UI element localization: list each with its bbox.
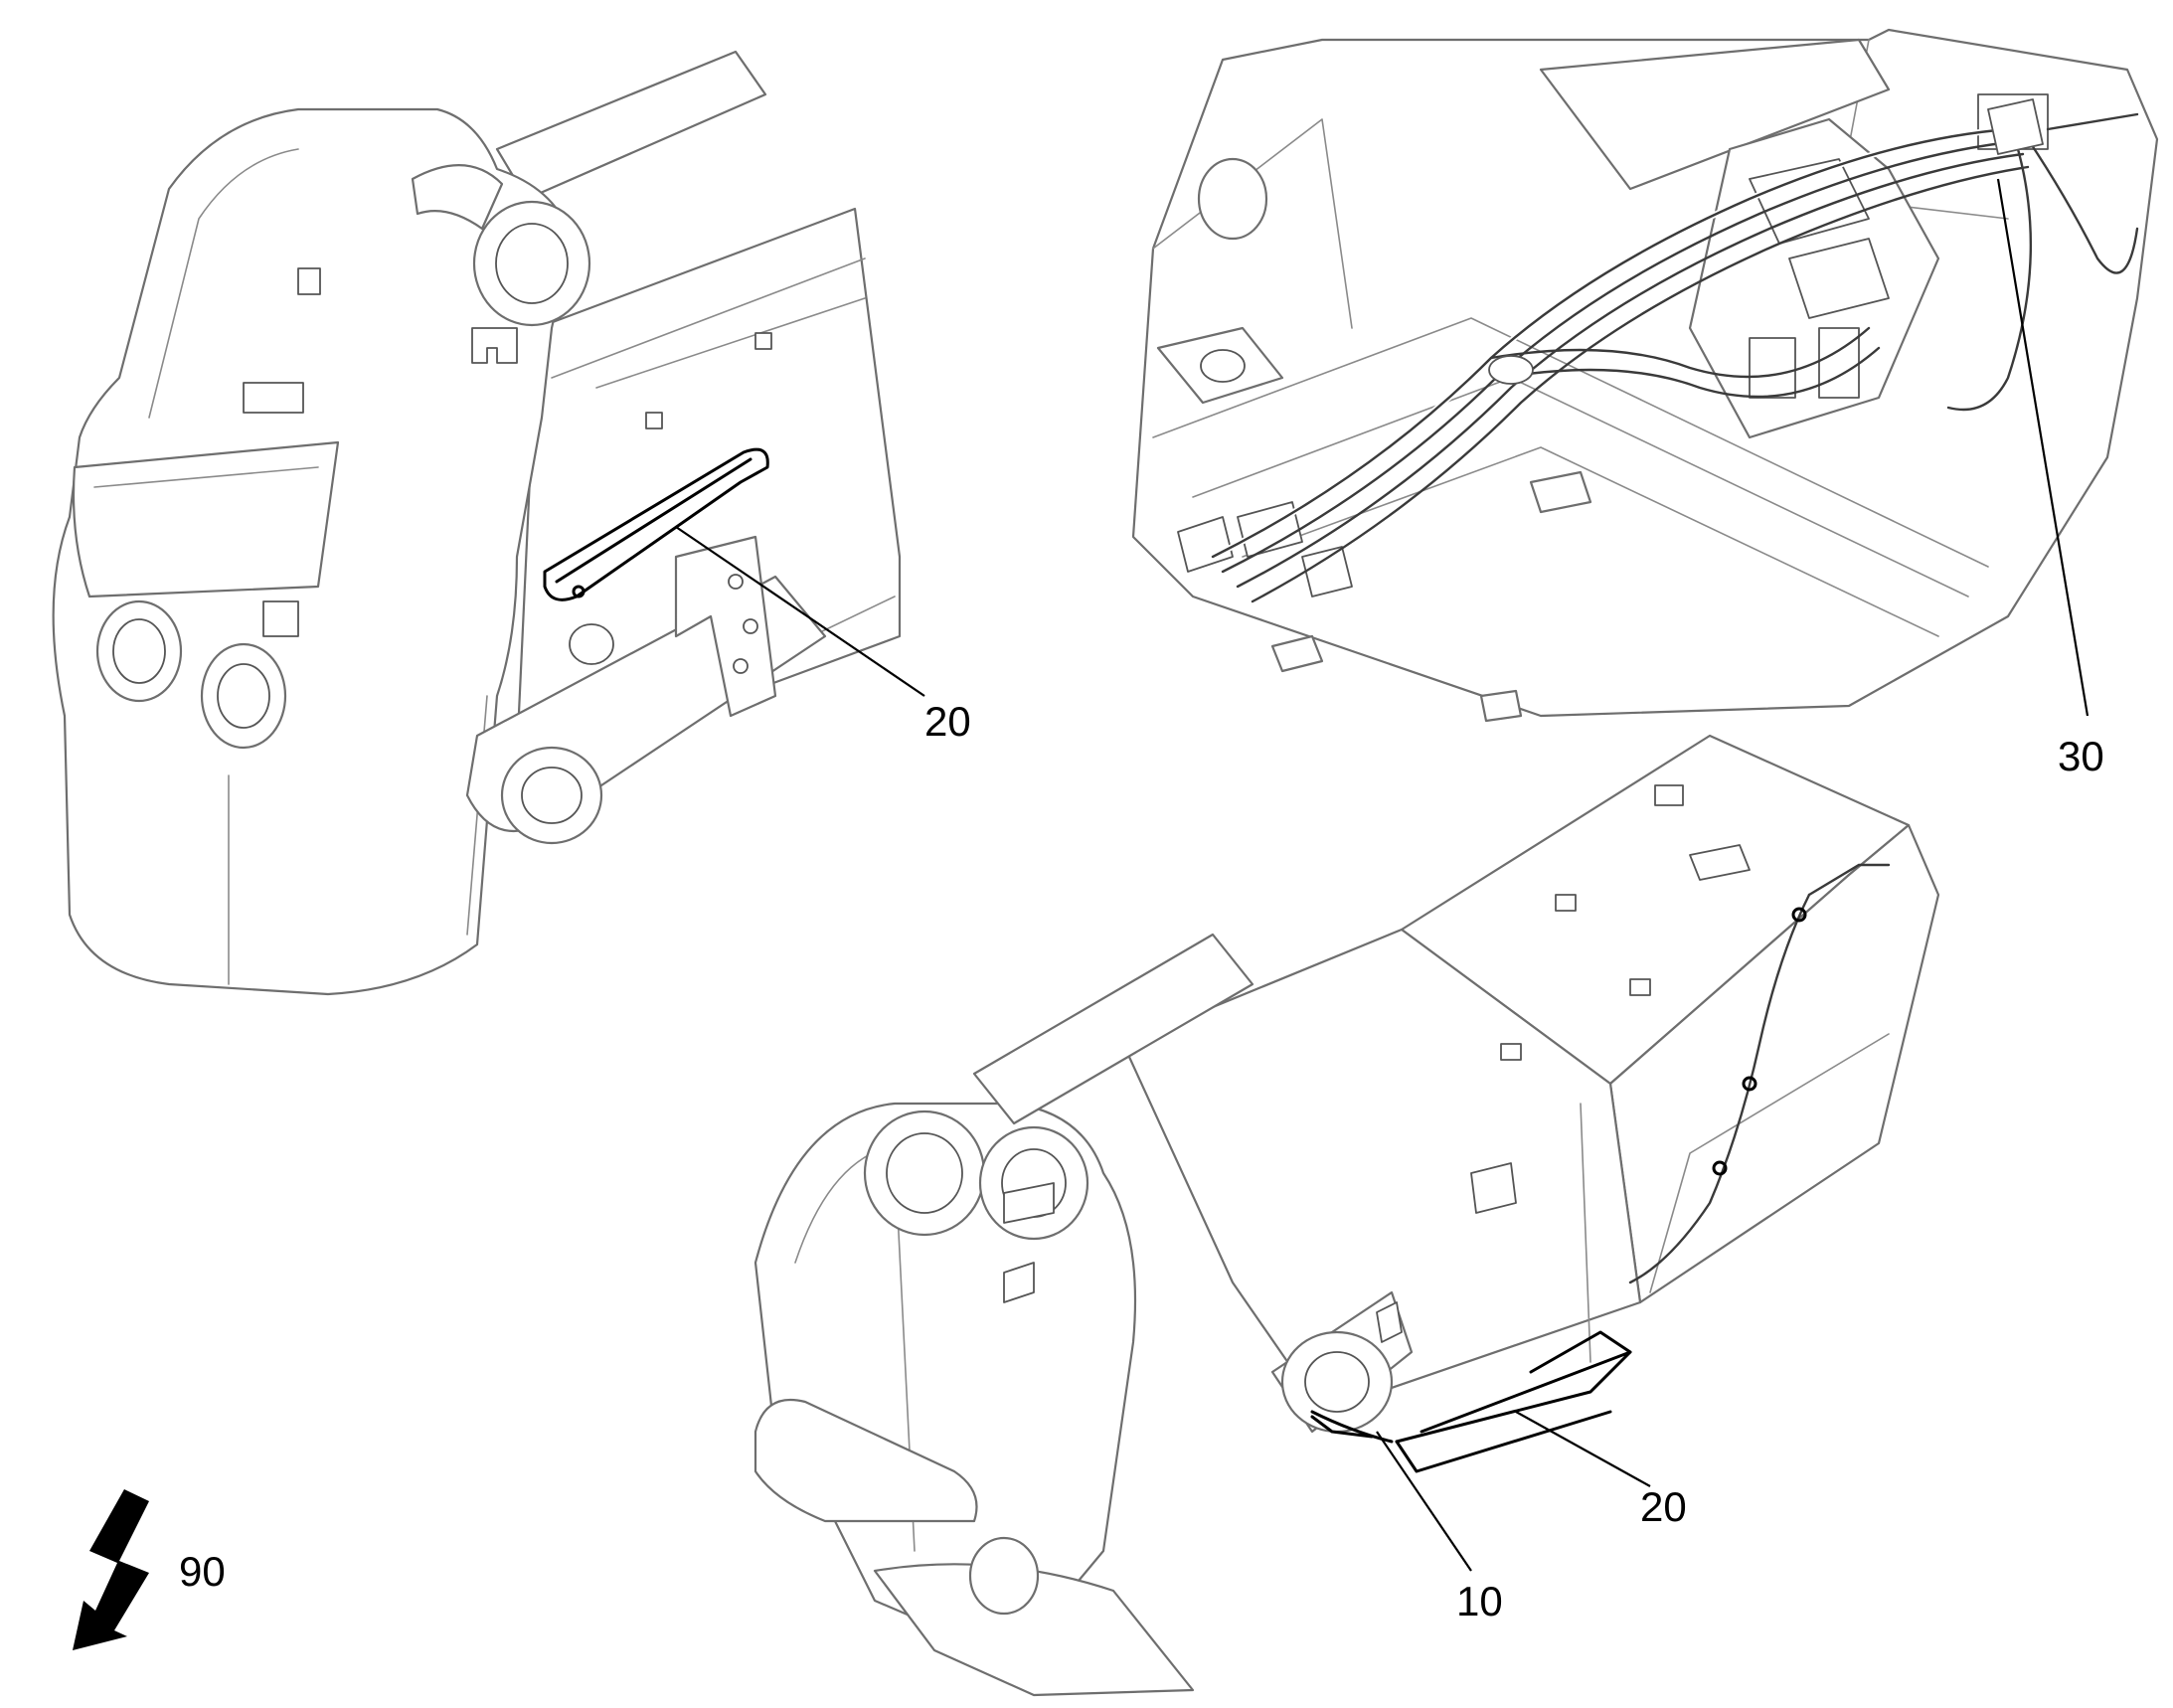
callout-20-view1: 20 (924, 698, 971, 745)
lightning-bolt-icon (73, 1489, 149, 1650)
view-3-lower-boom (753, 734, 1940, 1697)
symbol-label: 90 (179, 1548, 226, 1595)
callout-20-view3: 20 (1640, 1483, 1687, 1530)
hose-loop-item-20 (543, 447, 769, 601)
callout-leaders (675, 178, 2089, 1572)
guard-plate-item-20 (1395, 1330, 1632, 1473)
callout-10-view3: 10 (1456, 1578, 1503, 1624)
view-1-boom-frame (52, 50, 902, 996)
hose-bundle-item-30 (1210, 98, 2139, 603)
view-2-hydraulic-routing (1131, 28, 2159, 723)
callout-30-view2: 30 (2058, 733, 2104, 779)
cable-harness (1628, 863, 1891, 1284)
bracket-item-10 (1310, 1410, 1394, 1444)
